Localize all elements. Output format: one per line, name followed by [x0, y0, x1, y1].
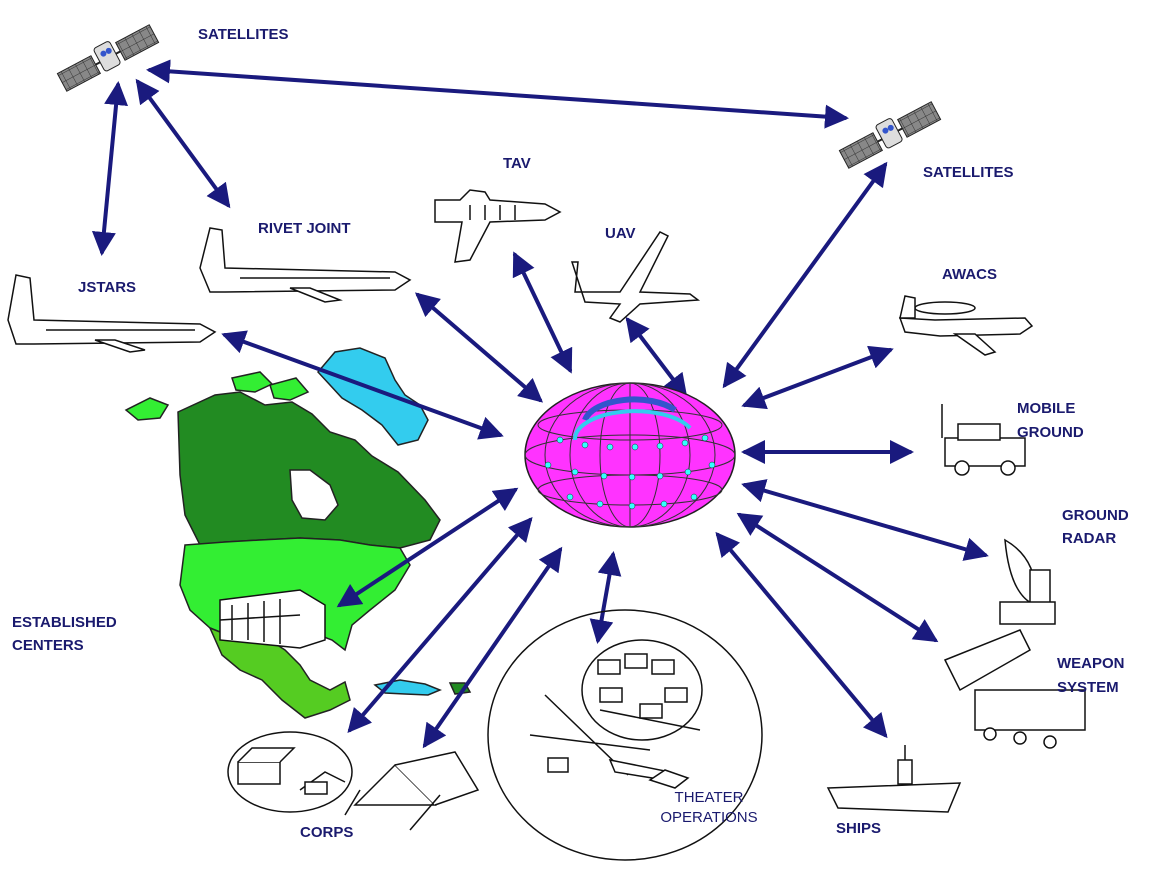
label-theater-operations-2: OPERATIONS [654, 807, 764, 829]
building-icon [220, 590, 325, 648]
aircraft-carrier-icon [828, 745, 960, 812]
awacs-icon [900, 296, 1032, 355]
space-shuttle-icon [435, 190, 560, 262]
label-theater-operations-1: THEATER [654, 787, 764, 809]
arrow-globe-to-awacs [745, 350, 890, 405]
satellite-icon [837, 97, 941, 169]
label-mobile-ground-1: MOBILE [1017, 398, 1075, 420]
label-ground-radar-1: GROUND [1062, 505, 1129, 527]
label-satellites-left: SATELLITES [198, 24, 289, 46]
arrow-globe-to-tent [425, 550, 560, 745]
label-tav: TAV [503, 153, 531, 175]
arrow-globe-to-rivet-joint [418, 295, 540, 400]
arrow-globe-to-ships [718, 535, 885, 735]
globe-icon [525, 383, 735, 527]
label-weapon-system-1: WEAPON [1057, 653, 1125, 675]
corps-group [228, 732, 352, 812]
uav-icon [572, 232, 698, 322]
label-jstars: JSTARS [78, 277, 136, 299]
label-rivet-joint: RIVET JOINT [258, 218, 351, 240]
tent-icon [345, 752, 478, 830]
satellite-icon [55, 20, 159, 92]
building-icon [238, 748, 294, 784]
arctic-island-2 [270, 378, 308, 400]
label-satellites-right: SATELLITES [923, 162, 1014, 184]
label-established-centers-1: ESTABLISHED [12, 612, 117, 634]
label-corps: CORPS [300, 822, 353, 844]
network-nodes [598, 654, 687, 718]
arctic-island-3 [126, 398, 168, 420]
label-weapon-system-2: SYSTEM [1057, 677, 1119, 699]
label-awacs: AWACS [942, 264, 997, 286]
label-uav: UAV [605, 223, 636, 245]
label-established-centers-2: CENTERS [12, 635, 84, 657]
radar-dish-icon [1000, 540, 1055, 624]
arrow-satellite-to-rivet-joint [138, 82, 228, 205]
arrow-satellite-to-satellite [150, 70, 845, 118]
arrow-globe-to-theater [598, 555, 613, 640]
arrow-globe-to-tav [515, 255, 570, 370]
label-ground-radar-2: RADAR [1062, 528, 1116, 550]
airfield-icon [530, 695, 700, 788]
humvee-icon [942, 404, 1025, 475]
arrow-globe-to-satellites-right [725, 165, 885, 385]
arctic-island-1 [232, 372, 272, 392]
arrow-globe-to-ground-radar [745, 485, 985, 555]
label-ships: SHIPS [836, 818, 881, 840]
greenland-shape [318, 348, 428, 445]
arrow-satellite-to-jstars [102, 85, 118, 252]
label-mobile-ground-2: GROUND [1017, 422, 1084, 444]
